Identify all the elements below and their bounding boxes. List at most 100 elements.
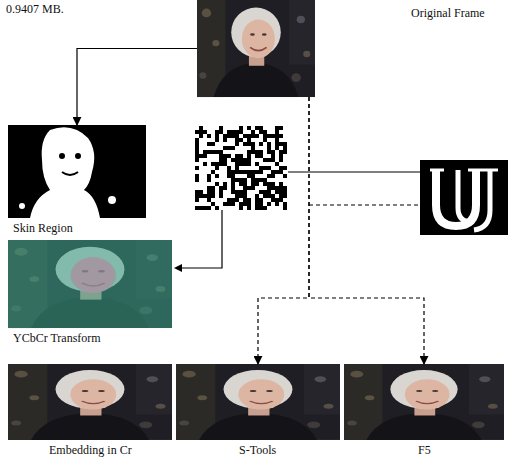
noise-cell bbox=[279, 190, 283, 194]
noise-cell bbox=[207, 134, 211, 138]
noise-cell bbox=[227, 134, 231, 138]
noise-cell bbox=[259, 178, 263, 182]
noise-cell bbox=[243, 186, 247, 190]
noise-cell bbox=[275, 202, 279, 206]
noise-cell bbox=[219, 126, 223, 130]
caption-text: YCbCr Transform bbox=[12, 331, 102, 345]
noise-cell bbox=[207, 198, 211, 202]
noise-cell bbox=[251, 150, 255, 154]
noise-cell bbox=[211, 190, 215, 194]
noise-cell bbox=[223, 154, 227, 158]
noise-cell bbox=[247, 162, 251, 166]
image-panel: Original Frame bbox=[197, 0, 315, 97]
noise-cell bbox=[271, 174, 275, 178]
noise-cell bbox=[271, 182, 275, 186]
noise-cell bbox=[271, 198, 275, 202]
noise-cell bbox=[195, 146, 199, 150]
noise-cell bbox=[283, 150, 287, 154]
noise-cell bbox=[211, 202, 215, 206]
noise-cell bbox=[215, 206, 219, 210]
noise-cell bbox=[235, 194, 239, 198]
arrowhead bbox=[174, 264, 182, 272]
noise-cell bbox=[271, 154, 275, 158]
noise-cell bbox=[251, 182, 255, 186]
noise-cell bbox=[211, 194, 215, 198]
noise-cell bbox=[219, 154, 223, 158]
noise-cell bbox=[283, 174, 287, 178]
noise-cell bbox=[227, 166, 231, 170]
noise-cell bbox=[283, 186, 287, 190]
noise-cell bbox=[211, 162, 215, 166]
image-panel: F5 bbox=[344, 364, 504, 440]
noise-cell bbox=[195, 198, 199, 202]
noise-cell bbox=[235, 154, 239, 158]
noise-cell bbox=[223, 182, 227, 186]
photo bbox=[197, 0, 315, 97]
noise-cell bbox=[279, 126, 283, 130]
noise-cell bbox=[247, 158, 251, 162]
noise-cell bbox=[239, 130, 243, 134]
noise-cell bbox=[227, 154, 231, 158]
noise-cell bbox=[251, 170, 255, 174]
noise-cell bbox=[235, 134, 239, 138]
noise-cell bbox=[243, 178, 247, 182]
noise-cell bbox=[283, 190, 287, 194]
image-panel: S-Tools bbox=[176, 364, 340, 440]
noise-cell bbox=[243, 142, 247, 146]
noise-cell bbox=[243, 162, 247, 166]
noise-cell bbox=[207, 150, 211, 154]
noise-cell bbox=[235, 142, 239, 146]
noise-cell bbox=[283, 142, 287, 146]
noise-cell bbox=[215, 182, 219, 186]
noise-cell bbox=[195, 158, 199, 162]
noise-cell bbox=[251, 130, 255, 134]
noise-image bbox=[194, 125, 288, 210]
noise-cell bbox=[247, 126, 251, 130]
noise-cell bbox=[235, 162, 239, 166]
noise-cell bbox=[283, 166, 287, 170]
noise-cell bbox=[263, 158, 267, 162]
noise-cell bbox=[231, 174, 235, 178]
noise-cell bbox=[219, 130, 223, 134]
noise-cell bbox=[195, 194, 199, 198]
noise-cell bbox=[211, 142, 215, 146]
noise-cell bbox=[255, 150, 259, 154]
noise-cell bbox=[255, 134, 259, 138]
caption-text: F5 bbox=[417, 443, 432, 457]
noise-cell bbox=[251, 142, 255, 146]
noise-cell bbox=[279, 182, 283, 186]
image-panel: Embedding in Cr bbox=[8, 364, 172, 440]
noise-cell bbox=[271, 158, 275, 162]
noise-cell bbox=[235, 178, 239, 182]
noise-cell bbox=[215, 174, 219, 178]
watermark-logo bbox=[420, 160, 508, 235]
caption-text: Original Frame bbox=[410, 6, 486, 20]
noise-cell bbox=[231, 170, 235, 174]
noise-cell bbox=[227, 170, 231, 174]
noise-cell bbox=[259, 142, 263, 146]
noise-cell bbox=[231, 146, 235, 150]
noise-cell bbox=[243, 198, 247, 202]
connector-arrow bbox=[309, 97, 424, 364]
noise-cell bbox=[263, 138, 267, 142]
noise-cell bbox=[235, 130, 239, 134]
noise-cell bbox=[255, 154, 259, 158]
noise-cell bbox=[275, 126, 279, 130]
noise-cell bbox=[279, 166, 283, 170]
photo bbox=[176, 364, 340, 440]
noise-cell bbox=[207, 186, 211, 190]
noise-cell bbox=[283, 206, 287, 210]
noise-cell bbox=[243, 158, 247, 162]
wire bbox=[309, 204, 420, 205]
noise-cell bbox=[271, 186, 275, 190]
noise-cell bbox=[263, 178, 267, 182]
noise-cell bbox=[199, 206, 203, 210]
noise-cell bbox=[267, 190, 271, 194]
noise-cell bbox=[251, 186, 255, 190]
noise-cell bbox=[247, 142, 251, 146]
noise-cell bbox=[199, 190, 203, 194]
noise-cell bbox=[279, 158, 283, 162]
wire bbox=[180, 210, 222, 268]
